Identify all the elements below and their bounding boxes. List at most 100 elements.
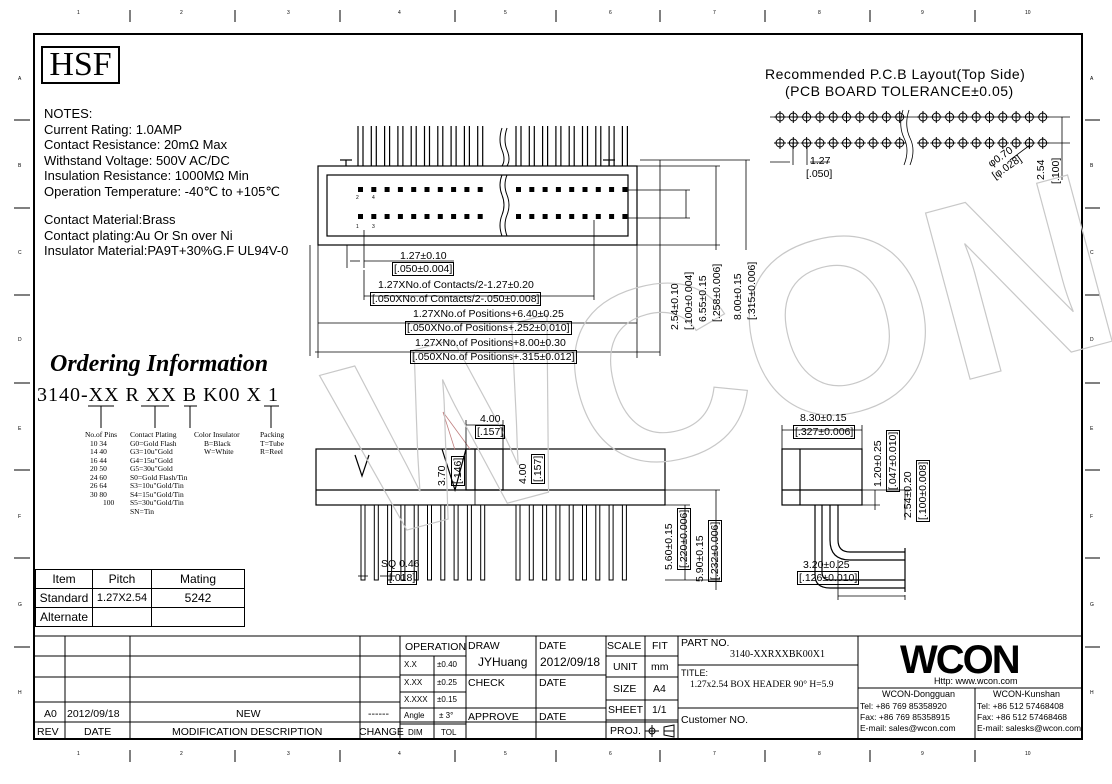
front-view-pin: [515, 504, 521, 581]
rev-description: NEW: [236, 708, 261, 720]
title-label: TITLE:: [681, 668, 709, 678]
check-label: CHECK: [468, 677, 505, 689]
date-label-approve: DATE: [539, 711, 567, 723]
tail2-in: [.232±0.006]: [708, 519, 722, 582]
table-cell: [92, 607, 152, 627]
contact-square: [529, 214, 535, 219]
key-width-in: [.157]: [475, 425, 506, 439]
table-cell: [151, 607, 245, 627]
front-view-pin: [542, 504, 548, 581]
contact-square: [358, 187, 363, 192]
pin-label: 1: [356, 224, 359, 230]
front-view-pin: [440, 504, 446, 581]
zone-col-7: 7: [713, 10, 716, 16]
pins-label: No.of Pins: [85, 430, 118, 439]
right-office-tel: Tel: +86 512 57468408: [977, 701, 1064, 711]
contact-square: [622, 187, 628, 192]
customer-label: Customer NO.: [681, 714, 749, 726]
contact-square: [516, 214, 521, 219]
contact-square: [542, 214, 548, 219]
zone-row-b: B: [18, 163, 22, 169]
zone-row-g-right: G: [1090, 602, 1094, 608]
dim-contacts-mm: 1.27XNo.of Contacts/2-1.27±0.20: [378, 279, 534, 291]
dim-height-mm: 6.55±0.15: [697, 275, 709, 322]
left-office-fax: Fax: +86 769 85358915: [860, 712, 951, 722]
zone-row-d-right: D: [1090, 337, 1094, 343]
top-view-dim-lines: [309, 159, 750, 358]
contact-square: [451, 187, 457, 192]
front-view-pin: [608, 504, 614, 581]
title-block-grid: [35, 635, 1083, 740]
contact-square: [451, 214, 457, 219]
ordering-title: Ordering Information: [50, 351, 269, 377]
zone-row-e: E: [18, 426, 22, 432]
op-tol: TOL: [441, 728, 457, 737]
table-cell: 5242: [151, 588, 245, 608]
zone-col-4: 4: [398, 10, 401, 16]
size-label: SIZE: [613, 683, 637, 695]
dim-depth-mm: 8.00±0.15: [732, 273, 744, 320]
contact-square: [397, 187, 403, 192]
draw-value: JYHuang: [478, 655, 528, 669]
zone-row-a: A: [18, 76, 22, 82]
side-h2-in: [.100±0.008]: [916, 459, 930, 522]
zone-col-2-bottom: 2: [180, 751, 183, 757]
contact-square: [569, 187, 575, 192]
contact-square: [609, 214, 615, 219]
right-office-fax: Fax: +86 512 57468468: [977, 712, 1068, 722]
table-cell: Alternate: [35, 607, 93, 627]
company-http: Http: www.wcon.com: [934, 676, 1018, 686]
dim-positions-mm: 1.27XNo.of Positions+6.40±0.25: [413, 308, 564, 320]
part-no-label: PART NO.: [681, 637, 730, 649]
side-view-dim-lines: [781, 425, 912, 600]
contact-square: [477, 187, 483, 192]
key-height-in: [.146]: [451, 455, 465, 486]
pins-row: 14 40: [90, 447, 107, 456]
front-view-pin: [480, 504, 486, 581]
dim-depth-in: [.315±0.006]: [746, 261, 758, 320]
pcb-row-mm: 2.54: [1035, 159, 1047, 180]
op-tol: ±0.15: [437, 695, 457, 704]
front-view-pin: [453, 504, 459, 581]
note-line: Withstand Voltage: 500V AC/DC: [44, 152, 230, 168]
op-dim: DIM: [408, 728, 423, 737]
material-line: Contact plating:Au Or Sn over Ni: [44, 227, 233, 243]
left-office-email: E-mail: sales@wcon.com: [860, 723, 956, 733]
rev-date: 2012/09/18: [67, 708, 120, 720]
unit-label: UNIT: [613, 661, 638, 673]
zone-col-5-bottom: 5: [504, 751, 507, 757]
zone-col-3-bottom: 3: [287, 751, 290, 757]
plating-row: S0=Gold Flash/Tin: [130, 472, 188, 482]
date-label-check: DATE: [539, 677, 567, 689]
dim-overall-mm: 1.27XNo.of Positions+8.00±0.30: [415, 337, 566, 349]
zone-row-h-right: H: [1090, 690, 1094, 696]
zone-row-c: C: [18, 250, 22, 256]
front-view-pin: [528, 504, 534, 581]
contact-square: [358, 214, 363, 219]
zone-row-a-right: A: [1090, 76, 1094, 82]
contact-square: [371, 187, 377, 192]
zone-row-f: F: [18, 514, 22, 520]
sheet-value: 1/1: [652, 704, 667, 716]
right-office-email: E-mail: salesks@wcon.com: [977, 723, 1082, 733]
contact-square: [424, 187, 430, 192]
note-line: Contact Resistance: 20mΩ Max: [44, 137, 228, 152]
table-row: Alternate: [35, 607, 245, 627]
sheet-label: SHEET: [608, 704, 644, 716]
material-line: Contact Material:Brass: [44, 212, 176, 227]
contact-square: [384, 214, 390, 219]
contact-square: [516, 187, 521, 192]
plating-label: Contact Plating: [130, 430, 177, 439]
zone-col-5: 5: [504, 10, 507, 16]
right-office-name: WCON-Kunshan: [993, 689, 1061, 699]
zone-row-e-right: E: [1090, 426, 1094, 432]
zone-col-6: 6: [609, 10, 612, 16]
pins-row: 24 60: [90, 472, 107, 482]
pcb-layout-dim-lines: [770, 109, 1070, 180]
zone-row-b-right: B: [1090, 163, 1094, 169]
approve-label: APPROVE: [468, 711, 519, 723]
note-line: Current Rating: 1.0AMP: [44, 121, 183, 137]
side-tail-mm: 3.20±0.25: [803, 559, 850, 571]
contact-square: [569, 214, 575, 219]
front-view-key-hint: [442, 411, 471, 451]
